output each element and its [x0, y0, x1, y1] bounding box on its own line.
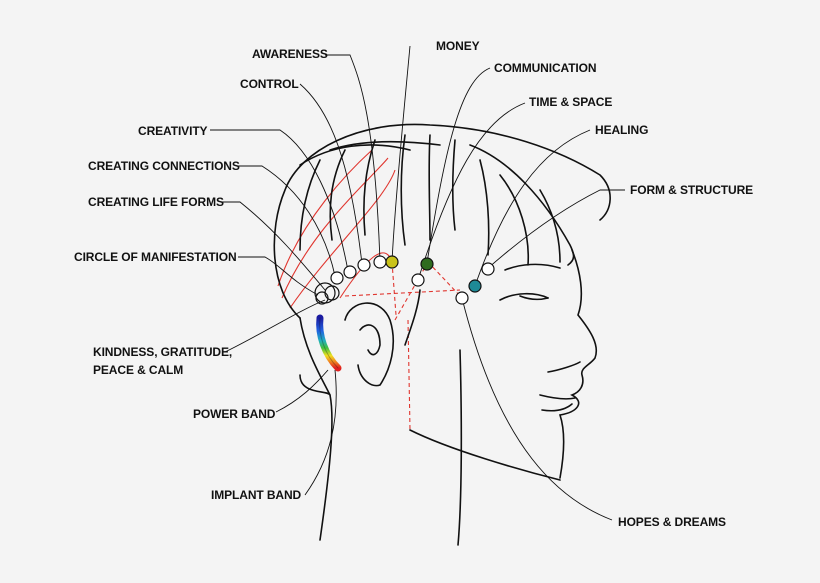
- label-creativity: CREATIVITY: [138, 124, 208, 138]
- point-circle-of-manifestation: [324, 285, 340, 301]
- label-creating-life-forms: CREATING LIFE FORMS: [88, 195, 224, 209]
- label-implant-band: IMPLANT BAND: [211, 488, 302, 502]
- label-awareness: AWARENESS: [252, 47, 328, 61]
- label-hopes-dreams: HOPES & DREAMS: [618, 515, 726, 529]
- implant-band: [316, 314, 342, 372]
- label-circle-of-manifestation: CIRCLE OF MANIFESTATION: [74, 250, 237, 264]
- label-kindness-line2: PEACE & CALM: [93, 363, 184, 377]
- point-communication: [420, 257, 434, 271]
- point-healing: [468, 279, 482, 293]
- point-money: [385, 255, 399, 269]
- point-awareness: [373, 255, 387, 269]
- label-time-space: TIME & SPACE: [529, 95, 613, 109]
- point-circle-inner: [315, 291, 329, 305]
- point-hopes-dreams: [455, 291, 469, 305]
- label-creating-connections: CREATING CONNECTIONS: [88, 159, 240, 173]
- point-creating-connections: [330, 271, 344, 285]
- red-guide-lines: [277, 149, 463, 431]
- energy-points: [314, 255, 495, 305]
- label-healing: HEALING: [595, 123, 649, 137]
- label-power-band: POWER BAND: [193, 407, 276, 421]
- point-creativity: [343, 265, 357, 279]
- label-communication: COMMUNICATION: [494, 61, 597, 75]
- point-form-structure: [481, 262, 495, 276]
- label-kindness-line1: KINDNESS, GRATITUDE,: [93, 345, 233, 359]
- label-form-structure: FORM & STRUCTURE: [630, 183, 754, 197]
- point-control: [357, 258, 371, 272]
- head-outline: [273, 123, 611, 546]
- label-money: MONEY: [436, 39, 480, 53]
- leader-lines: [210, 45, 625, 521]
- point-time-space: [411, 273, 425, 287]
- label-control: CONTROL: [240, 77, 299, 91]
